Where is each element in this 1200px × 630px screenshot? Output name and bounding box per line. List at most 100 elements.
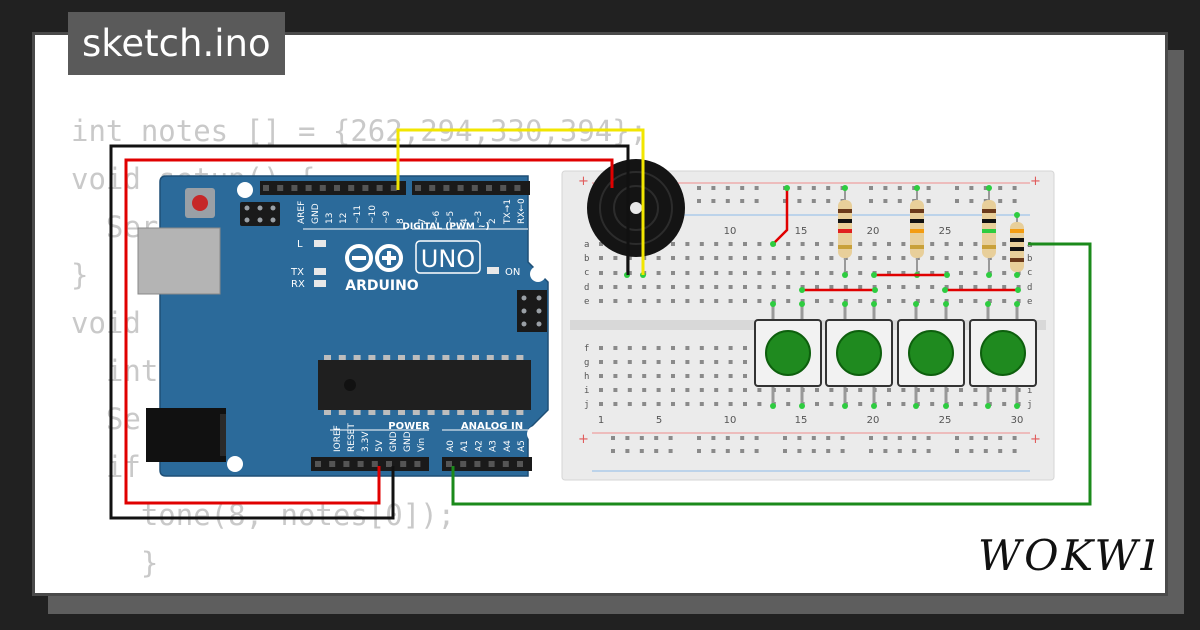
resistor <box>910 185 924 278</box>
digital-pin-label: TX→1 <box>503 199 513 225</box>
power-pin-label: GND <box>403 431 413 452</box>
row-letter: e <box>1027 297 1032 307</box>
digital-header-sockets <box>263 185 521 191</box>
resistor <box>982 185 996 278</box>
column-number: 15 <box>795 226 808 237</box>
analog-header-label: ANALOG IN <box>461 421 523 432</box>
column-number: 10 <box>724 226 737 237</box>
code-line: int notes [] = {262,294,330,394}; <box>71 114 648 148</box>
row-letter: j <box>1027 400 1032 410</box>
row-letter: h <box>584 372 589 382</box>
digital-pin-label: 13 <box>325 213 335 224</box>
power-pin-label: 3.3V <box>361 431 371 452</box>
wire-black <box>109 144 630 520</box>
digital-pin-label: 2 <box>488 218 498 224</box>
rail-plus-tr: + <box>1030 174 1041 189</box>
arduino-infinity-logo <box>345 244 403 272</box>
power-analog-header-sockets <box>315 461 523 467</box>
led-label-rx: RX <box>291 279 305 290</box>
arduino-brand-text: ARDUINO <box>345 278 419 294</box>
row-letter: e <box>584 297 589 307</box>
digital-pin-label: ~6 <box>432 210 442 224</box>
digital-pin-label: 8 <box>396 218 406 224</box>
row-letter: c <box>584 268 589 278</box>
wire-yellow <box>396 128 645 275</box>
push-button[interactable] <box>897 301 965 409</box>
power-pin-label: Vin <box>417 438 427 452</box>
digital-pin-label: ~10 <box>368 205 378 224</box>
analog-pin-label: A3 <box>489 440 499 452</box>
column-number: 20 <box>867 415 880 426</box>
digital-pin-label: AREF <box>297 201 307 224</box>
breadboard-jumpers <box>772 188 1018 292</box>
wires <box>109 128 1092 520</box>
digital-pin-label: 7 <box>418 218 428 224</box>
sketch-title: sketch.ino <box>68 12 285 75</box>
led-label-l: L <box>297 239 303 250</box>
wokwi-logo: WOKWI <box>978 531 1154 580</box>
wire-red <box>124 158 614 505</box>
power-header-label: POWER <box>388 421 430 432</box>
code-line: } <box>71 546 159 580</box>
row-letter: g <box>584 358 589 368</box>
digital-header-label: DIGITAL (PWM ~) <box>402 222 489 232</box>
led-label-on: ON <box>505 267 520 278</box>
row-letter: f <box>584 344 589 354</box>
rail-plus-br: + <box>1030 432 1041 447</box>
column-number: 5 <box>656 415 662 426</box>
digital-pin-label: ~5 <box>446 211 456 224</box>
push-button[interactable] <box>825 301 893 409</box>
power-pin-label: GND <box>389 431 399 452</box>
power-pin-label: 5V <box>375 439 385 452</box>
column-number: 20 <box>867 226 880 237</box>
row-letter: d <box>584 283 589 293</box>
analog-pin-label: A1 <box>460 440 470 452</box>
analog-pin-label: A5 <box>517 440 527 452</box>
column-number: 10 <box>724 415 737 426</box>
power-pin-label: IOREF <box>333 425 343 452</box>
code-line: void <box>71 306 141 340</box>
led-label-tx: TX <box>290 267 304 278</box>
row-letter: a <box>584 240 589 250</box>
digital-pin-label: 12 <box>339 213 349 224</box>
column-number: 15 <box>795 415 808 426</box>
push-button[interactable] <box>969 301 1037 409</box>
analog-pin-label: A2 <box>474 440 484 452</box>
arduino-model-text: UNO <box>421 245 475 273</box>
microcontroller-pins <box>324 355 524 415</box>
digital-pin-label: ~3 <box>474 211 484 224</box>
digital-pin-label: ~11 <box>353 205 363 224</box>
power-analog-pin-labels: IOREF RESET 3.3V 5V GND GND Vin A0 A1 A2 A3 A4 A5 <box>333 423 527 452</box>
resistor <box>838 185 852 278</box>
code-line: int <box>71 354 159 388</box>
digital-pin-label: RX←0 <box>517 198 527 224</box>
code-line: } <box>71 258 89 292</box>
jumper-ends <box>770 185 1021 293</box>
push-button[interactable] <box>754 301 822 409</box>
column-number: 1 <box>598 415 604 426</box>
analog-pin-label: A0 <box>446 440 456 452</box>
digital-pin-label: GND <box>311 203 321 224</box>
wire-green <box>451 242 1092 506</box>
wokwi-logo-text: WOKWI <box>978 531 1154 580</box>
row-letter: c <box>1027 268 1032 278</box>
column-number: 25 <box>939 226 952 237</box>
column-number: 25 <box>939 415 952 426</box>
resistors <box>838 185 1024 278</box>
row-letter: j <box>584 400 589 410</box>
digital-pin-label: 4 <box>460 218 470 224</box>
row-letter: i <box>1027 386 1032 396</box>
rail-plus-tl: + <box>578 174 589 189</box>
push-buttons <box>754 301 1037 409</box>
resistor <box>1010 212 1024 278</box>
row-letter: d <box>1027 283 1032 293</box>
analog-pin-label: A4 <box>503 440 513 452</box>
column-number: 30 <box>1011 415 1024 426</box>
row-letter: i <box>584 386 589 396</box>
power-pin-label: RESET <box>347 423 357 452</box>
rail-plus-bl: + <box>578 432 589 447</box>
row-letter: b <box>1027 254 1032 264</box>
